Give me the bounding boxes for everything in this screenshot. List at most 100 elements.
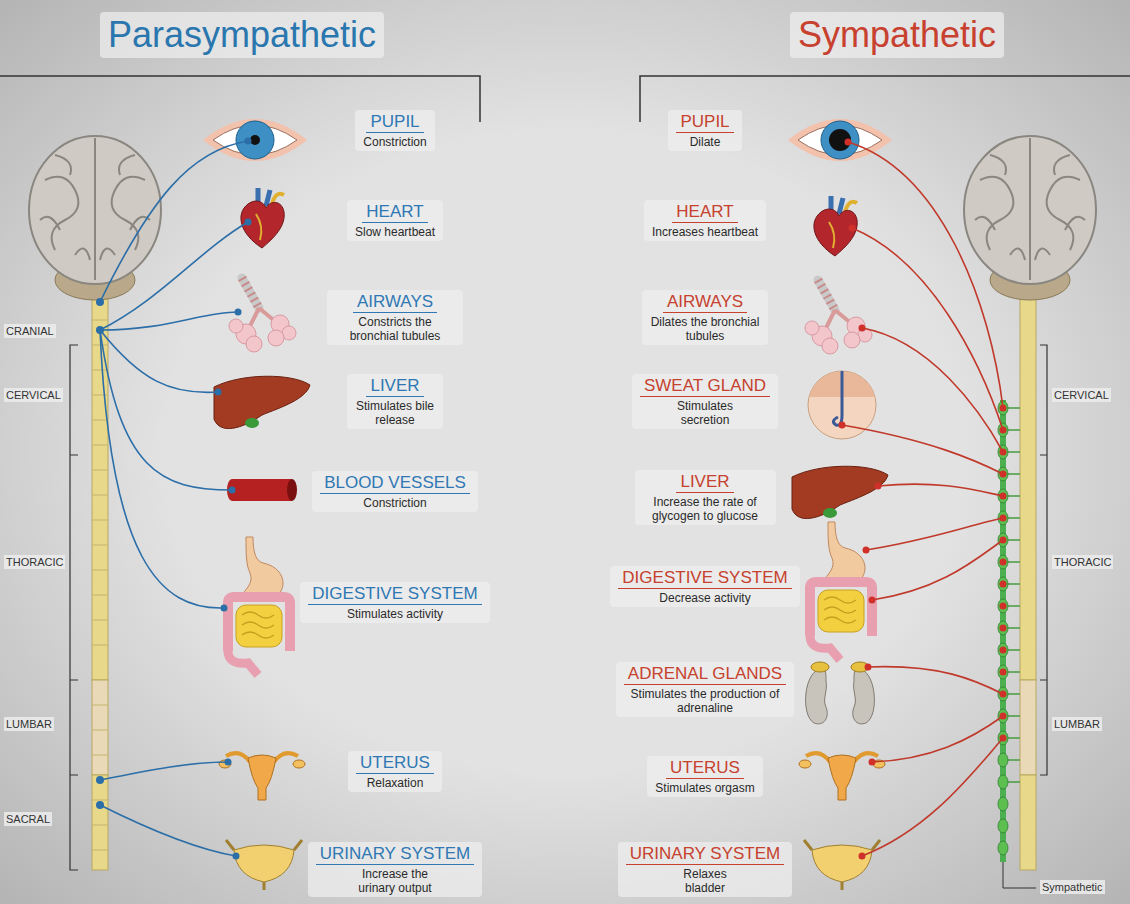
illustration-part bbox=[998, 687, 1008, 701]
pupil-dilated bbox=[829, 129, 851, 151]
digestive-system bbox=[810, 522, 872, 660]
organ-name: HEART bbox=[362, 202, 427, 223]
organ-label: URINARY SYSTEMIncrease the urinary outpu… bbox=[308, 842, 483, 897]
illustration-part bbox=[868, 667, 1003, 694]
illustration-part bbox=[1000, 449, 1007, 456]
organ-label: PUPILConstriction bbox=[355, 110, 434, 151]
organ-label: DIGESTIVE SYSTEMDecrease activity bbox=[610, 566, 799, 607]
illustration-part bbox=[998, 511, 1008, 525]
effect-text: Dilate bbox=[676, 135, 733, 149]
effect-text: Stimulates bile release bbox=[355, 399, 435, 427]
illustration-part bbox=[100, 805, 236, 856]
chain-pointer bbox=[1003, 862, 1036, 888]
illustration-part bbox=[875, 483, 882, 490]
brain bbox=[964, 136, 1096, 300]
illustration-part bbox=[998, 709, 1008, 723]
digestive-system bbox=[228, 537, 290, 675]
illustration-part bbox=[866, 518, 1003, 550]
illustration-part bbox=[845, 139, 852, 146]
illustration-part bbox=[998, 467, 1008, 481]
illustration-part bbox=[215, 389, 222, 396]
region-bracket bbox=[1040, 345, 1047, 775]
organ-name: LIVER bbox=[366, 376, 423, 397]
effect-text: Increase the rate of glycogen to glucose bbox=[643, 495, 768, 523]
effect-text: Constriction bbox=[320, 496, 470, 510]
illustration-part bbox=[998, 621, 1008, 635]
illustration-part bbox=[96, 298, 104, 306]
illustration-part bbox=[863, 547, 870, 554]
organ-label: UTERUSStimulates orgasm bbox=[647, 756, 762, 797]
illustration-part bbox=[100, 330, 232, 490]
illustration-part bbox=[100, 312, 238, 330]
organ-label: LIVERIncrease the rate of glycogen to gl… bbox=[635, 470, 776, 525]
blood-vessel bbox=[227, 479, 297, 501]
illustration-part bbox=[852, 228, 1003, 430]
illustration-part bbox=[1000, 735, 1007, 742]
illustration-part bbox=[229, 487, 236, 494]
bladder bbox=[804, 840, 880, 890]
organ-name: UTERUS bbox=[356, 753, 434, 774]
illustration-part bbox=[848, 142, 1003, 408]
region-label: CRANIAL bbox=[4, 324, 56, 338]
region-label: LUMBAR bbox=[4, 717, 54, 731]
illustration-part bbox=[869, 759, 876, 766]
spinal-cord bbox=[92, 680, 108, 775]
illustration-part bbox=[233, 853, 240, 860]
illustration-part bbox=[1000, 581, 1007, 588]
organ-label: DIGESTIVE SYSTEMStimulates activity bbox=[300, 582, 489, 623]
organ-name: SWEAT GLAND bbox=[640, 376, 770, 397]
illustration-part bbox=[100, 222, 248, 330]
illustration-part bbox=[1000, 405, 1007, 412]
effect-text: Relaxation bbox=[356, 776, 434, 790]
airways bbox=[805, 280, 872, 354]
region-bracket bbox=[70, 345, 78, 870]
spinal-cord bbox=[92, 775, 108, 870]
illustration-part bbox=[1000, 625, 1007, 632]
effect-text: Slow heartbeat bbox=[355, 225, 435, 239]
illustration-part bbox=[225, 759, 232, 766]
organ-name: AIRWAYS bbox=[663, 292, 747, 313]
effect-text: Decrease activity bbox=[618, 591, 791, 605]
effect-text: Stimulates secretion bbox=[665, 399, 745, 427]
illustration-part bbox=[245, 219, 252, 226]
effect-text: Stimulates the production of adrenaline bbox=[630, 687, 780, 715]
illustration-part bbox=[859, 853, 866, 860]
nerve-dots bbox=[96, 138, 252, 860]
uterus bbox=[219, 753, 305, 800]
airways bbox=[229, 278, 296, 352]
organ-name: URINARY SYSTEM bbox=[626, 844, 785, 865]
organ-name: DIGESTIVE SYSTEM bbox=[308, 584, 481, 605]
organ-name: URINARY SYSTEM bbox=[316, 844, 475, 865]
parasympathetic-nerves bbox=[100, 141, 248, 856]
organ-name: LIVER bbox=[676, 472, 733, 493]
organ-label: BLOOD VESSELS Constriction bbox=[312, 471, 478, 512]
organ-label: HEARTIncreases heartbeat bbox=[644, 200, 766, 241]
organ-label: ADRENAL GLANDSStimulates the production … bbox=[616, 662, 794, 717]
effect-text: Dilates the bronchial tubules bbox=[650, 315, 760, 343]
illustration-part bbox=[1000, 559, 1007, 566]
liver bbox=[792, 466, 888, 518]
region-label: CERVICAL bbox=[1052, 388, 1111, 402]
illustration-part bbox=[998, 489, 1008, 503]
illustration-part bbox=[1000, 647, 1007, 654]
region-label: THORACIC bbox=[4, 555, 65, 569]
panel-title: Sympathetic bbox=[790, 12, 1004, 58]
organ-name: BLOOD VESSELS bbox=[320, 473, 470, 494]
illustration-part bbox=[1000, 515, 1007, 522]
illustration-part bbox=[862, 738, 1003, 856]
illustration-part bbox=[859, 325, 866, 332]
effect-text: Constricts the bronchial tubules bbox=[335, 315, 455, 343]
illustration-part bbox=[96, 776, 104, 784]
chain-ganglia bbox=[998, 401, 1008, 855]
illustration-part bbox=[998, 753, 1008, 767]
illustration-part bbox=[221, 605, 228, 612]
illustration-part bbox=[100, 762, 228, 780]
adrenal-gland bbox=[806, 662, 829, 724]
organ-label: URINARY SYSTEMRelaxes bladder bbox=[618, 842, 793, 897]
effect-text: Increases heartbeat bbox=[652, 225, 758, 239]
illustration-part bbox=[1000, 427, 1007, 434]
illustration-part bbox=[872, 716, 1003, 762]
panel-title: Parasympathetic bbox=[100, 12, 384, 58]
